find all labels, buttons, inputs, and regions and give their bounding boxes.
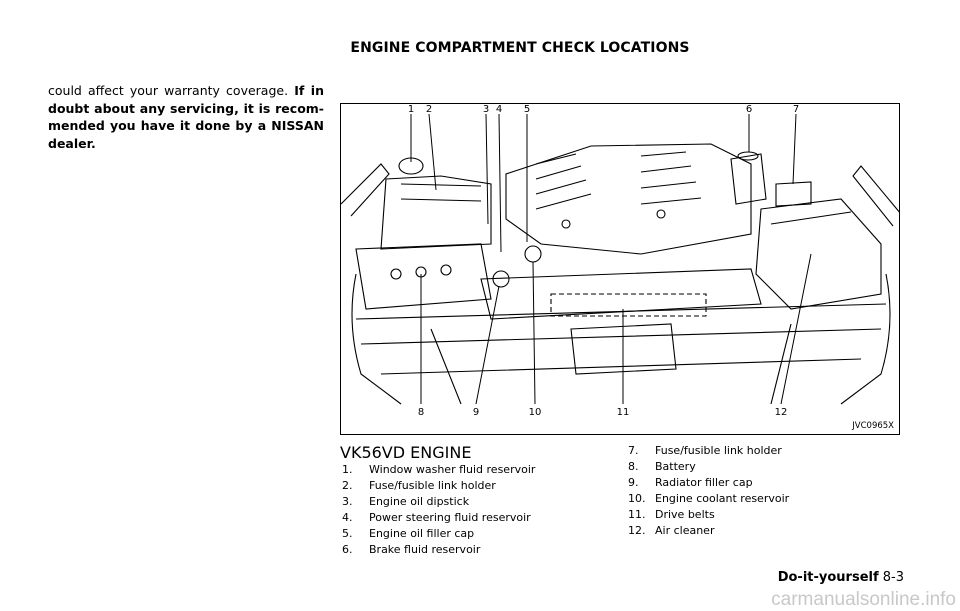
callout-9: 9 bbox=[473, 407, 479, 418]
callout-7: 7 bbox=[793, 104, 799, 115]
page-number: 8-3 bbox=[882, 570, 904, 585]
callout-2: 2 bbox=[426, 104, 432, 115]
callout-8: 8 bbox=[418, 407, 424, 418]
list-item: 1.Window washer fluid reservoir bbox=[342, 463, 536, 476]
footer-section: Do-it-yourself bbox=[777, 570, 879, 585]
intro-bold-text: If in doubt about any servicing, it is r… bbox=[48, 83, 324, 151]
list-item: 9.Radiator filler cap bbox=[628, 476, 753, 489]
intro-paragraph: could affect your warranty coverage. If … bbox=[48, 82, 324, 152]
callout-3: 3 bbox=[483, 104, 489, 115]
section-title: ENGINE COMPARTMENT CHECK LOCATIONS bbox=[350, 40, 690, 56]
parts-list-left: 1.Window washer fluid reservoir 2.Fuse/f… bbox=[342, 462, 535, 558]
engine-heading: VK56VD ENGINE bbox=[340, 443, 472, 462]
callout-12: 12 bbox=[775, 407, 788, 418]
list-item: 7.Fuse/fusible link holder bbox=[628, 444, 782, 457]
page-footer: Do-it-yourself 8-3 bbox=[778, 570, 904, 585]
list-item: 8.Battery bbox=[628, 460, 696, 473]
list-item: 10.Engine coolant reservoir bbox=[628, 492, 790, 505]
list-item: 3.Engine oil dipstick bbox=[342, 495, 470, 508]
figure-code: JVC0965X bbox=[852, 421, 894, 431]
parts-list-right: 7.Fuse/fusible link holder 8.Battery 9.R… bbox=[628, 443, 789, 539]
callout-1: 1 bbox=[408, 104, 414, 115]
callout-4: 4 bbox=[496, 104, 502, 115]
intro-text: could affect your warranty coverage. bbox=[48, 83, 289, 98]
list-item: 11.Drive belts bbox=[628, 508, 715, 521]
engine-drawing: 1 2 3 4 5 6 7 8 9 10 11 12 bbox=[341, 104, 899, 418]
callout-5: 5 bbox=[524, 104, 530, 115]
list-item: 5.Engine oil filler cap bbox=[342, 527, 475, 540]
list-item: 6.Brake fluid reservoir bbox=[342, 543, 481, 556]
list-item: 4.Power steering fluid reservoir bbox=[342, 511, 531, 524]
callout-11: 11 bbox=[617, 407, 630, 418]
list-item: 12.Air cleaner bbox=[628, 524, 715, 537]
watermark: carmanualsonline.info bbox=[771, 589, 956, 610]
engine-compartment-illustration: 1 2 3 4 5 6 7 8 9 10 11 12 JVC0965X bbox=[340, 103, 900, 435]
callout-10: 10 bbox=[529, 407, 542, 418]
list-item: 2.Fuse/fusible link holder bbox=[342, 479, 496, 492]
callout-6: 6 bbox=[746, 104, 752, 115]
